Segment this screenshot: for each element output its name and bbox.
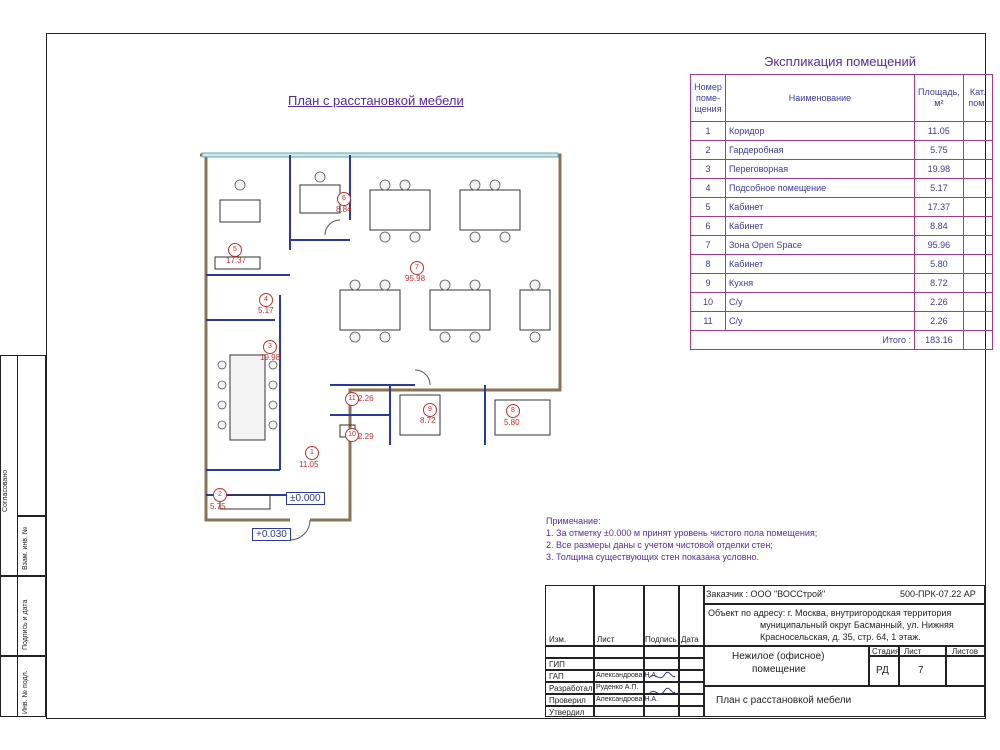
room-9-area: 8.72 (420, 416, 436, 425)
header-name: Наименование (725, 74, 915, 122)
room-1-number: 1 (305, 446, 319, 460)
object-line-2: муниципальный округ Басманный, ул. Нижня… (760, 620, 954, 630)
room-5-number: 5 (228, 243, 242, 257)
role-razrab: Разработал (549, 684, 593, 693)
customer: Заказчик : ООО "ВОССтрой" (706, 589, 826, 599)
col-podp: Подпись (645, 635, 677, 644)
side-podpis: Подпись и дата (22, 599, 29, 650)
room-10-number: 10 (345, 428, 359, 442)
room-10-area: 2.29 (358, 432, 374, 441)
role-gap-name: Александрова Н.А. (596, 672, 659, 679)
note-item: 2. Все размеры даны с учетом чистовой от… (546, 540, 773, 550)
title-block (545, 585, 985, 717)
room-7-number: 7 (410, 261, 424, 275)
side-vzam: Взам. инв. № (22, 526, 29, 570)
role-prov: Проверил (549, 696, 586, 705)
stage-value: РД (876, 665, 889, 676)
explication-title: Экспликация помещений (763, 54, 917, 69)
side-soglasovano: Согласовано (2, 469, 9, 512)
room-9-number: 9 (423, 403, 437, 417)
sheets-label: Листов (952, 647, 978, 656)
notes: Примечание: 1. За отметку ±0.000 м приня… (546, 515, 817, 563)
notes-title: Примечание: (546, 516, 601, 526)
header-num: Номер поме- щения (690, 74, 726, 122)
role-gap: ГАП (549, 672, 564, 681)
role-razrab-name: Руденко А.П. (596, 684, 639, 691)
room-8-area: 5.80 (504, 418, 520, 427)
signature-marks (648, 671, 676, 695)
room-2-number: 2 (213, 488, 227, 502)
room-4-area: 5.17 (258, 306, 274, 315)
object-line-1: Объект по адресу: г. Москва, внутригород… (708, 608, 952, 618)
plan-title: План с расстановкой мебели (288, 93, 464, 108)
role-prov-name: Александрова Н.А. (596, 696, 659, 703)
sheet-label: Лист (904, 647, 922, 656)
level-mark-outer: +0.030 (252, 528, 291, 541)
room-11-area: 2.26 (358, 394, 374, 403)
room-4-number: 4 (259, 293, 273, 307)
room-8-number: 8 (506, 404, 520, 418)
note-item: 1. За отметку ±0.000 м принят уровень чи… (546, 528, 818, 538)
drawing-name: План с расстановкой мебели (716, 695, 852, 706)
building-line-2: помещение (752, 664, 806, 675)
drawing-code: 500-ПРК-07.22 АР (900, 589, 976, 599)
role-utv: Утвердил (549, 708, 585, 717)
room-7-area: 95.98 (405, 274, 426, 283)
building-line-1: Нежилое (офисное) (732, 651, 825, 662)
sheet-value: 7 (918, 665, 924, 676)
col-izm: Изм. (549, 635, 567, 644)
level-mark-inner: ±0.000 (286, 492, 325, 505)
room-6-number: 6 (337, 192, 351, 206)
drawing-frame (46, 33, 986, 719)
room-2-area: 5.75 (210, 502, 226, 511)
side-strip-col (0, 355, 18, 717)
col-data: Дата (681, 635, 699, 644)
room-3-number: 3 (263, 340, 277, 354)
side-inv: Инв. № подл. (22, 670, 29, 714)
role-gip: ГИП (549, 660, 565, 669)
col-list: Лист (597, 635, 615, 644)
stage-label: Стадия (872, 647, 900, 656)
room-5-area: 17.37 (226, 256, 247, 265)
room-11-number: 11 (345, 392, 359, 406)
total-row: Итого : 183.16 (690, 330, 993, 350)
note-item: 3. Толщина существующих стен показана ус… (546, 552, 760, 562)
header-area: Площадь, м² (914, 74, 964, 122)
object-line-3: Красносельская, д. 35, стр. 64, 1 этаж. (760, 632, 921, 642)
room-6-area: 8.84 (336, 205, 352, 214)
floor-plan (200, 152, 562, 541)
header-cat: Кат. пом. (962, 74, 993, 122)
room-3-area: 19.98 (260, 353, 281, 362)
room-1-area: 11.05 (299, 460, 319, 469)
explication-table: Номер поме- щения Наименование Площадь, … (690, 74, 993, 350)
